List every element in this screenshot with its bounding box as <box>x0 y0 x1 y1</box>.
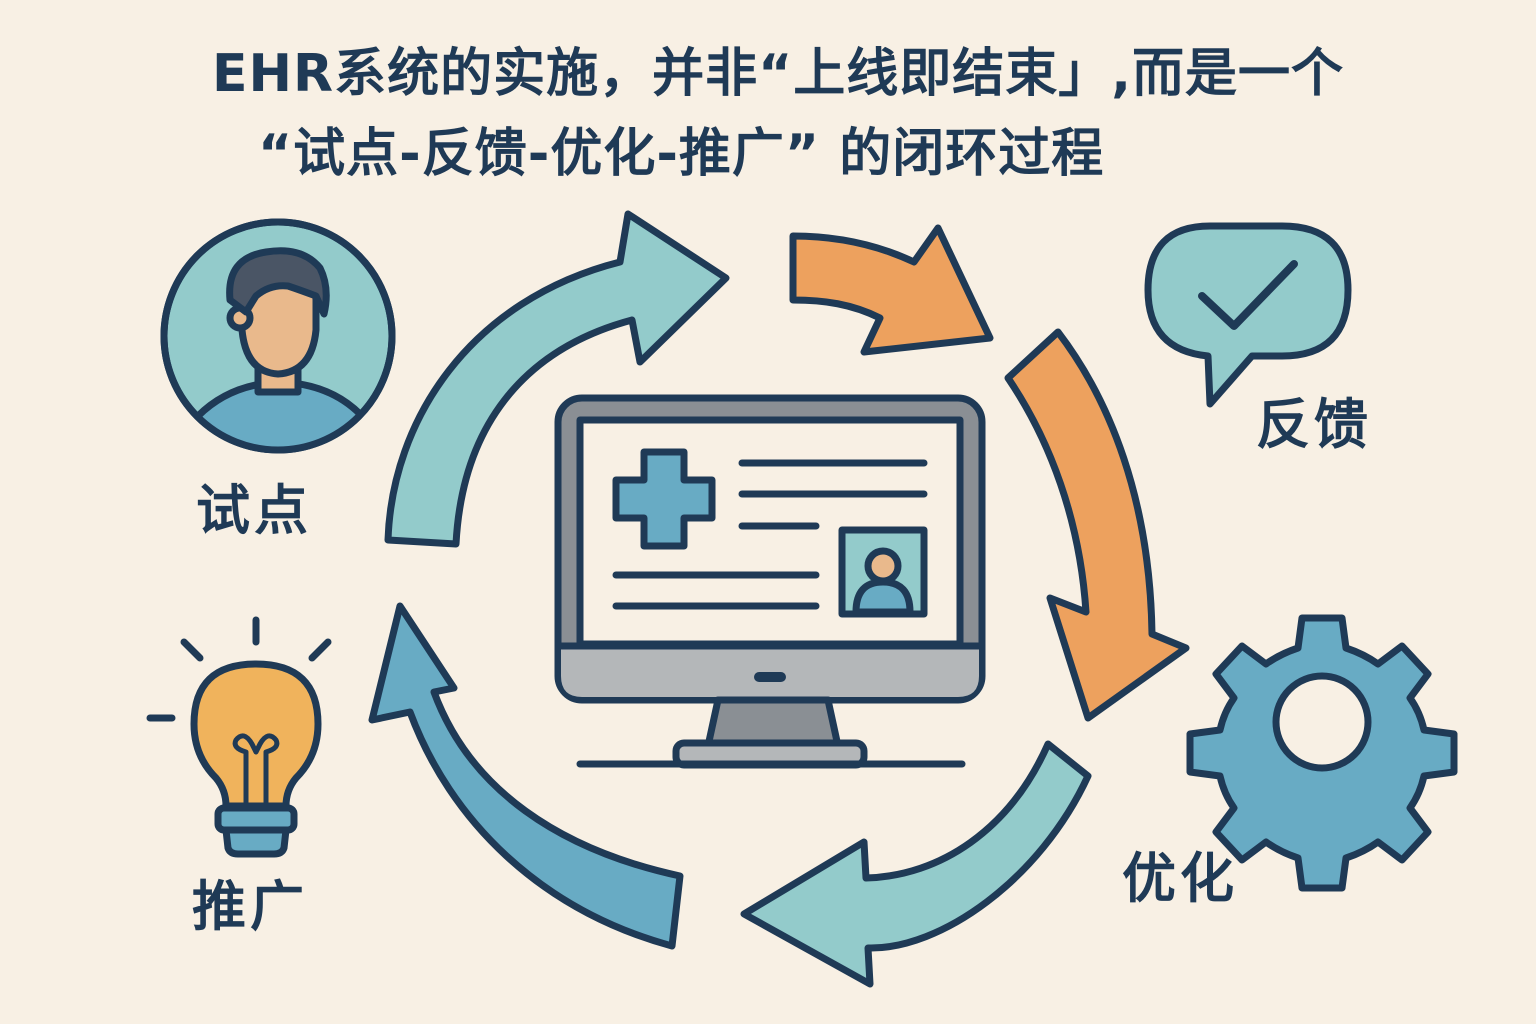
title-line-1: EHR系统的实施，并非“上线即结束」,而是一个 <box>212 44 1345 104</box>
stage-label-optimize: 优化 <box>1122 847 1238 910</box>
stage-label-feedback: 反馈 <box>1256 393 1372 456</box>
arrow-optimize-to-promote-icon <box>740 740 1092 988</box>
arrow-feedback-top-icon <box>789 224 994 356</box>
person-avatar-icon <box>160 218 396 454</box>
arrow-feedback-to-optimize-icon <box>1004 328 1190 722</box>
title-line-2: “试点-反馈-优化-推广” 的闭环过程 <box>258 124 1105 184</box>
gear-icon <box>1186 614 1458 892</box>
stage-label-pilot: 试点 <box>196 479 312 542</box>
arrow-pilot-to-feedback-icon <box>384 210 730 548</box>
stage-label-promote: 推广 <box>192 875 308 938</box>
lightbulb-icon <box>146 616 332 858</box>
arrow-promote-to-pilot-icon <box>368 602 684 950</box>
monitor-ehr-record-icon <box>554 394 986 769</box>
speech-bubble-check-icon <box>1144 222 1352 408</box>
